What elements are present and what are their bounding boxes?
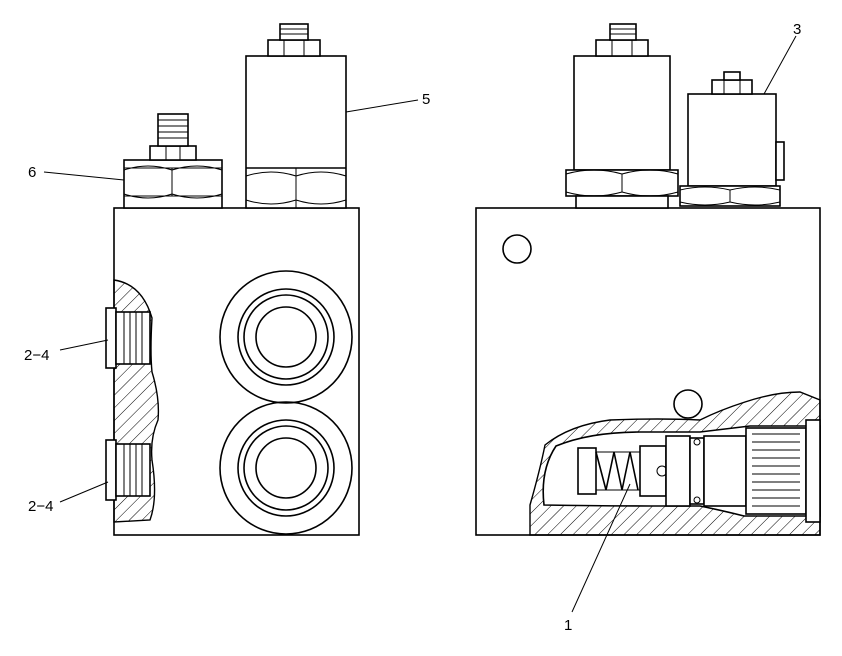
right-view xyxy=(475,23,821,613)
spring-1 xyxy=(577,447,640,495)
mounting-hole-upper xyxy=(502,234,532,264)
leader-3 xyxy=(763,35,797,95)
mounting-hole-middle xyxy=(673,389,703,419)
callout-2-4-upper: 2−4 xyxy=(24,347,49,364)
leader-2-4-upper xyxy=(59,339,109,351)
solenoid-5 xyxy=(245,23,347,209)
callout-5: 5 xyxy=(422,91,430,108)
callout-2-4-lower: 2−4 xyxy=(28,498,53,515)
leader-5 xyxy=(345,99,419,113)
leader-2-4-lower xyxy=(59,481,109,503)
leader-6 xyxy=(43,171,125,181)
round-port-lower xyxy=(219,401,353,535)
port-plug-upper xyxy=(105,307,151,369)
cartridge-6 xyxy=(123,113,223,209)
callout-1: 1 xyxy=(564,617,572,634)
leader-1 xyxy=(571,483,631,613)
port-plug-lower xyxy=(105,439,151,501)
solenoid-right-view xyxy=(565,23,679,209)
callout-6: 6 xyxy=(28,164,36,181)
left-view xyxy=(43,23,419,536)
poppet-spool xyxy=(639,419,821,523)
round-port-upper xyxy=(219,270,353,404)
coil-3 xyxy=(679,71,785,207)
callout-3: 3 xyxy=(793,21,801,38)
